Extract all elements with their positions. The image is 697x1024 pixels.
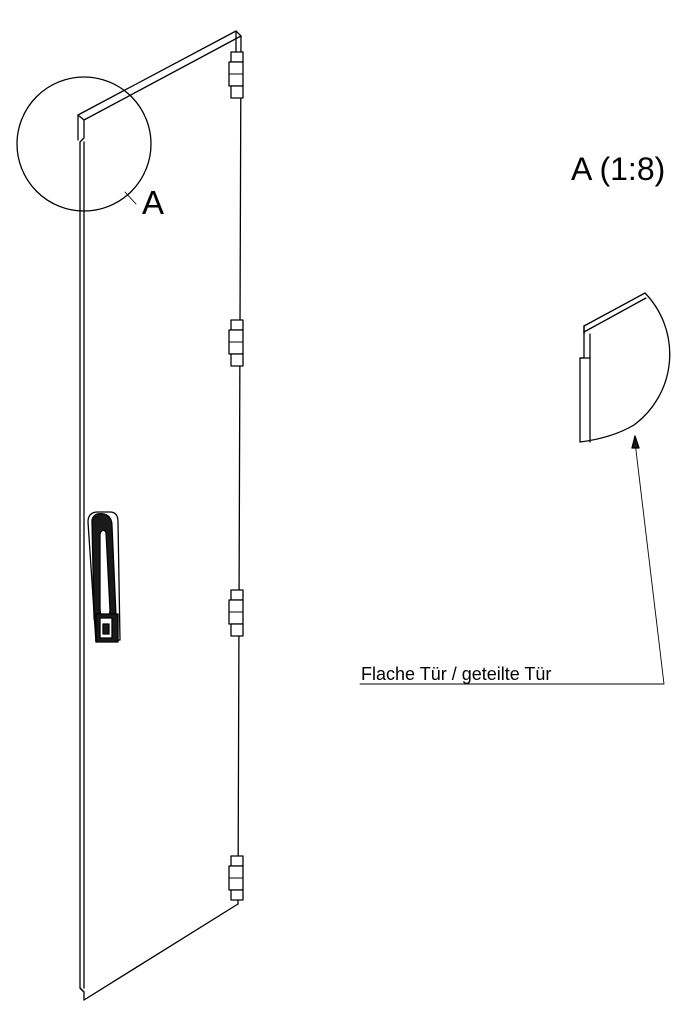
note-leader-line	[359, 441, 665, 685]
hinge-2	[228, 319, 244, 367]
hinge-2-upper-block	[230, 319, 244, 331]
hinge-4	[228, 855, 244, 901]
detail-view-title: A (1:8)	[571, 151, 666, 187]
hinge-4-upper-block	[230, 855, 244, 867]
detail-leader-a	[124, 191, 137, 205]
door-right-edge	[237, 35, 242, 905]
hinge-3-lower-block	[230, 623, 244, 637]
detail-view-a	[579, 292, 671, 443]
hinge-3-upper-block	[230, 589, 244, 601]
hinge-1	[228, 51, 244, 99]
door-bottom-edge	[83, 903, 239, 1001]
handle-lock-cylinder	[102, 623, 110, 635]
door-top-edge	[77, 30, 242, 121]
detail-view-top-edge-back	[583, 297, 647, 333]
hinge-2-lower-block	[230, 353, 244, 367]
door-bottom-edge-inner	[79, 987, 85, 993]
hinge-1-lower-block	[230, 85, 244, 99]
door-front-outline	[79, 119, 85, 1001]
hinge-1-upper-block	[230, 51, 244, 63]
hinge-4-lower-block	[230, 889, 244, 901]
door-panel	[77, 30, 242, 1001]
door-handle	[87, 511, 121, 643]
detail-callout-letter: A	[142, 184, 165, 221]
detail-view-cut-outline	[579, 292, 671, 443]
hinge-3	[228, 589, 244, 637]
detail-circle-a	[16, 76, 152, 212]
note-label: Flache Tür / geteilte Tür	[361, 664, 552, 684]
note-leader-arrowhead	[631, 435, 640, 449]
